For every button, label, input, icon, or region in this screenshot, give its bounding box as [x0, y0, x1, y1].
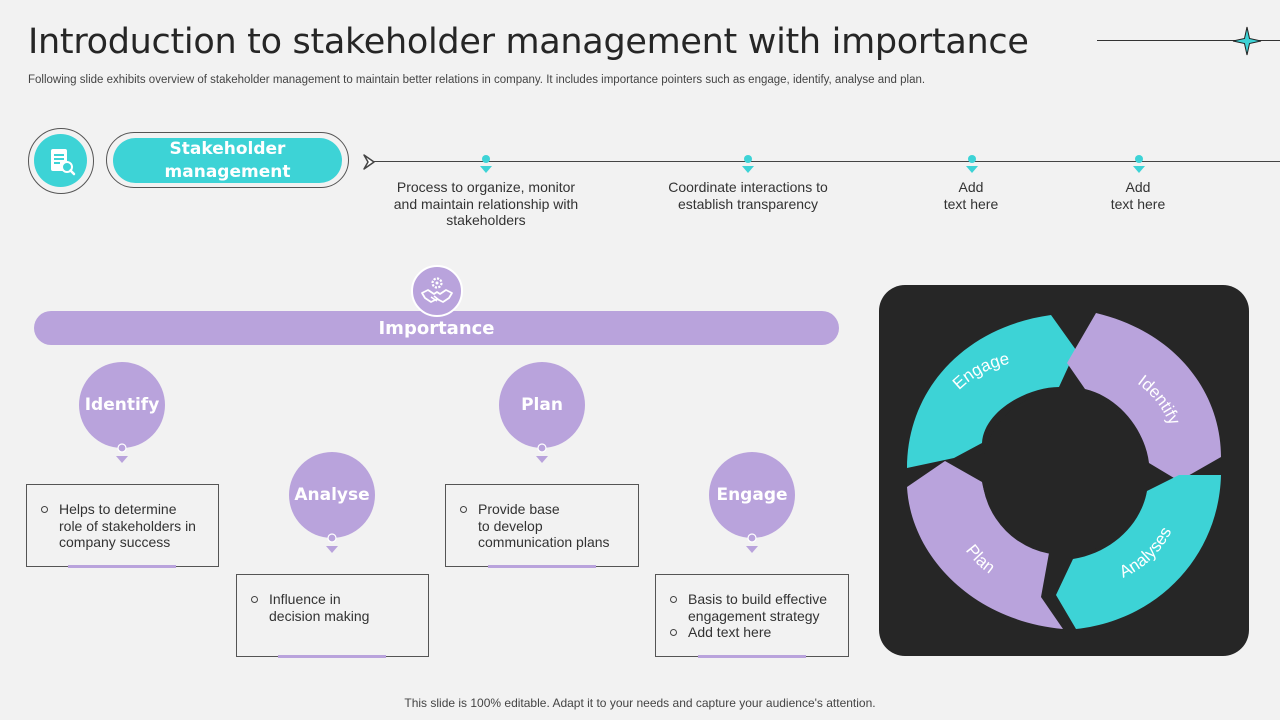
cycle-segment-plan [907, 461, 1063, 629]
timeline-point-line: text here [1110, 195, 1166, 212]
step-engage-circle: Engage [709, 452, 795, 538]
bullet-line: Influence in [269, 591, 341, 607]
bullet-line: to develop [478, 517, 543, 534]
bullet-line: decision making [269, 607, 370, 624]
timeline-marker [480, 155, 492, 173]
timeline-point-line: text here [943, 195, 999, 212]
cycle-diagram: Engage Identify Analyses Plan [907, 313, 1221, 629]
document-search-icon [50, 148, 75, 175]
page-subtitle: Following slide exhibits overview of sta… [28, 74, 926, 86]
bullet-line: Provide base [478, 501, 560, 517]
timeline-point-line: Coordinate interactions to [668, 179, 828, 195]
stakeholder-management-label: Stakeholder management [113, 138, 342, 183]
step-plan-box: Provide base to develop communication pl… [445, 484, 639, 567]
step-identify-circle: Identify [79, 362, 165, 448]
box-accent-bar [488, 565, 596, 568]
bullet-item: Influence in decision making [251, 591, 418, 624]
timeline-point-4: Add text here [1088, 179, 1188, 212]
header-divider-line [1097, 40, 1280, 41]
timeline-marker [742, 155, 754, 173]
bullet-item: Helps to determine role of stakeholders … [41, 501, 208, 551]
stakeholder-icon-ring [28, 128, 94, 194]
timeline-line [374, 161, 1280, 162]
box-accent-bar [68, 565, 176, 568]
stakeholder-pill-outline [106, 132, 349, 188]
box-accent-bar [698, 655, 806, 658]
pin-marker [746, 533, 758, 553]
timeline-point-3: Add text here [921, 179, 1021, 212]
timeline-point-line: Add [1125, 179, 1151, 195]
cycle-segment-engage [907, 315, 1076, 468]
stakeholder-label-line2: management [164, 161, 291, 182]
step-engage-box: Basis to build effective engagement stra… [655, 574, 849, 657]
timeline-point-line: Add [958, 179, 984, 195]
timeline-point-line: Process to organize, monitor [396, 179, 576, 195]
stakeholder-label-line1: Stakeholder [169, 138, 286, 159]
pin-marker [116, 443, 128, 463]
cycle-segment-identify [1067, 313, 1221, 481]
step-plan-circle: Plan [499, 362, 585, 448]
step-identify-box: Helps to determine role of stakeholders … [26, 484, 219, 567]
step-analyse-box: Influence in decision making [236, 574, 429, 657]
bullet-line: Helps to determine [59, 501, 177, 517]
arrow-head-icon [363, 154, 375, 170]
pin-marker [326, 533, 338, 553]
bullet-item: Add text here [670, 624, 838, 641]
bullet-line: engagement strategy [688, 607, 820, 624]
bullet-item: Basis to build effective engagement stra… [670, 591, 838, 624]
timeline-point-1: Process to organize, monitor and maintai… [376, 179, 596, 229]
bullet-item: Provide base to develop communication pl… [460, 501, 628, 551]
footer-note: This slide is 100% editable. Adapt it to… [404, 696, 876, 710]
box-accent-bar [278, 655, 386, 658]
importance-icon-badge [411, 265, 463, 317]
bullet-line: company success [59, 534, 171, 550]
page-title: Introduction to stakeholder management w… [28, 22, 1029, 62]
pin-marker [536, 443, 548, 463]
timeline-point-line: stakeholders [446, 212, 526, 228]
timeline-point-2: Coordinate interactions to establish tra… [648, 179, 848, 212]
bullet-line: Add text here [688, 624, 772, 640]
timeline-point-line: and maintain relationship with [393, 195, 579, 212]
bullet-line: role of stakeholders in [59, 517, 196, 534]
four-point-star-icon [1232, 26, 1262, 56]
stakeholder-icon-badge [34, 134, 87, 187]
timeline-marker [966, 155, 978, 173]
timeline-point-line: establish transparency [677, 195, 819, 212]
bullet-line: Basis to build effective [688, 591, 828, 607]
step-analyse-circle: Analyse [289, 452, 375, 538]
bullet-line: communication plans [478, 534, 610, 550]
handshake-gear-icon [421, 277, 453, 303]
cycle-segment-analyses [1056, 475, 1221, 629]
timeline-marker [1133, 155, 1145, 173]
